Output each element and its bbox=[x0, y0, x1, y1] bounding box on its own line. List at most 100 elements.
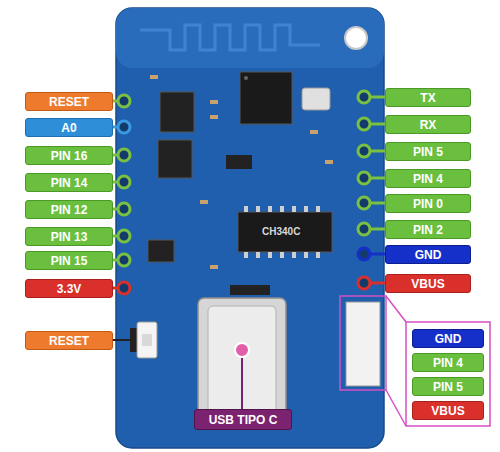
pin-label: PIN 16 bbox=[25, 146, 113, 165]
chip-pin bbox=[256, 206, 260, 212]
pin-label: PIN 5 bbox=[385, 142, 471, 161]
chip-pin bbox=[256, 252, 260, 258]
header-pin bbox=[118, 282, 130, 294]
header-pin bbox=[118, 149, 130, 161]
pin-label: PIN 13 bbox=[25, 227, 113, 246]
pin-label: GND bbox=[385, 245, 471, 264]
pin-label: PIN 15 bbox=[25, 251, 113, 270]
leader-line bbox=[370, 228, 385, 231]
header-pin bbox=[118, 203, 130, 215]
antenna-area bbox=[116, 8, 384, 68]
chip-pin bbox=[304, 252, 308, 258]
header-pin bbox=[118, 95, 130, 107]
pin-label: VBUS bbox=[385, 274, 471, 293]
chip-pin bbox=[244, 252, 248, 258]
pin-label: PIN 14 bbox=[25, 173, 113, 192]
chip-marking: CH340C bbox=[262, 226, 300, 237]
header-pin bbox=[358, 145, 370, 157]
pin-name: RESET bbox=[49, 96, 89, 108]
pin-name: GND bbox=[435, 333, 462, 345]
pin-name: PIN 5 bbox=[433, 381, 463, 393]
chip-pin bbox=[268, 206, 272, 212]
resistor bbox=[150, 75, 158, 79]
resistor bbox=[210, 115, 218, 119]
pin-label: RESET bbox=[25, 331, 113, 350]
resistor bbox=[200, 200, 208, 204]
leader-line bbox=[370, 96, 385, 99]
pin-label: TX bbox=[385, 88, 471, 107]
usb-c-connector bbox=[198, 298, 286, 422]
callout-dot bbox=[235, 343, 249, 357]
usb-serial-chip bbox=[238, 212, 332, 252]
leader-line bbox=[370, 282, 385, 285]
chip-dot bbox=[244, 76, 248, 80]
header-pin bbox=[358, 197, 370, 209]
passives bbox=[150, 75, 333, 269]
leader-line bbox=[370, 202, 385, 205]
antenna-trace bbox=[140, 25, 320, 50]
pin-name: PIN 12 bbox=[51, 204, 88, 216]
smd-part bbox=[230, 285, 270, 295]
usb-c-shell bbox=[208, 306, 276, 414]
chip-pin bbox=[280, 206, 284, 212]
pin-label: PIN 5 bbox=[412, 377, 484, 396]
pin-label: A0 bbox=[25, 118, 113, 137]
resistor bbox=[210, 100, 218, 104]
pin-name: RX bbox=[420, 119, 437, 131]
pin-label: PIN 4 bbox=[412, 353, 484, 372]
leader-line bbox=[370, 177, 385, 180]
esp-chip bbox=[240, 72, 292, 124]
header-pin bbox=[358, 277, 370, 289]
smd-part bbox=[226, 155, 252, 169]
pin-name: PIN 15 bbox=[51, 255, 88, 267]
leader-line bbox=[370, 150, 385, 153]
header-pin bbox=[358, 172, 370, 184]
chip-pin bbox=[316, 206, 320, 212]
pin-label: RESET bbox=[25, 92, 113, 111]
header-pin bbox=[358, 223, 370, 235]
pin-label: USB TIPO C bbox=[194, 409, 292, 430]
chip-pin bbox=[268, 252, 272, 258]
pin-name: 3.3V bbox=[57, 283, 82, 295]
header-pin bbox=[118, 254, 130, 266]
pin-name: PIN 2 bbox=[413, 224, 443, 236]
pin-label: VBUS bbox=[412, 401, 484, 420]
regulator-chip bbox=[158, 140, 192, 178]
callout-line bbox=[386, 296, 406, 322]
pin-label: RX bbox=[385, 115, 471, 134]
pin-name: USB TIPO C bbox=[209, 414, 278, 426]
chip-pins bbox=[244, 206, 320, 258]
capacitor bbox=[325, 160, 333, 164]
pin-label: 3.3V bbox=[25, 279, 113, 298]
flash-chip bbox=[160, 92, 194, 132]
callout-line bbox=[386, 390, 406, 426]
callout-frame bbox=[340, 296, 386, 390]
pin-name: PIN 13 bbox=[51, 231, 88, 243]
pin-name: VBUS bbox=[411, 278, 444, 290]
header-pin bbox=[118, 121, 130, 133]
pin-name: PIN 5 bbox=[413, 146, 443, 158]
leader-line bbox=[370, 253, 385, 256]
header-pin bbox=[358, 91, 370, 103]
pin-name: PIN 0 bbox=[413, 198, 443, 210]
pin-name: PIN 4 bbox=[433, 357, 463, 369]
pin-name: PIN 4 bbox=[413, 173, 443, 185]
header-pin bbox=[358, 248, 370, 260]
header-pin bbox=[118, 176, 130, 188]
reset-button bbox=[137, 322, 157, 358]
mounting-hole bbox=[345, 27, 367, 49]
pin-name: PIN 16 bbox=[51, 150, 88, 162]
pcb-board bbox=[116, 8, 384, 448]
pin-name: TX bbox=[420, 92, 435, 104]
resistor bbox=[210, 265, 218, 269]
right-header bbox=[358, 91, 385, 289]
chip-pin bbox=[292, 252, 296, 258]
crystal bbox=[302, 88, 330, 110]
pin-name: PIN 14 bbox=[51, 177, 88, 189]
leader-line bbox=[241, 357, 243, 409]
leader-line bbox=[113, 339, 131, 341]
chip-pin bbox=[292, 206, 296, 212]
pin-label: PIN 2 bbox=[385, 220, 471, 239]
side-connector bbox=[346, 302, 380, 386]
leader-line bbox=[370, 123, 385, 126]
